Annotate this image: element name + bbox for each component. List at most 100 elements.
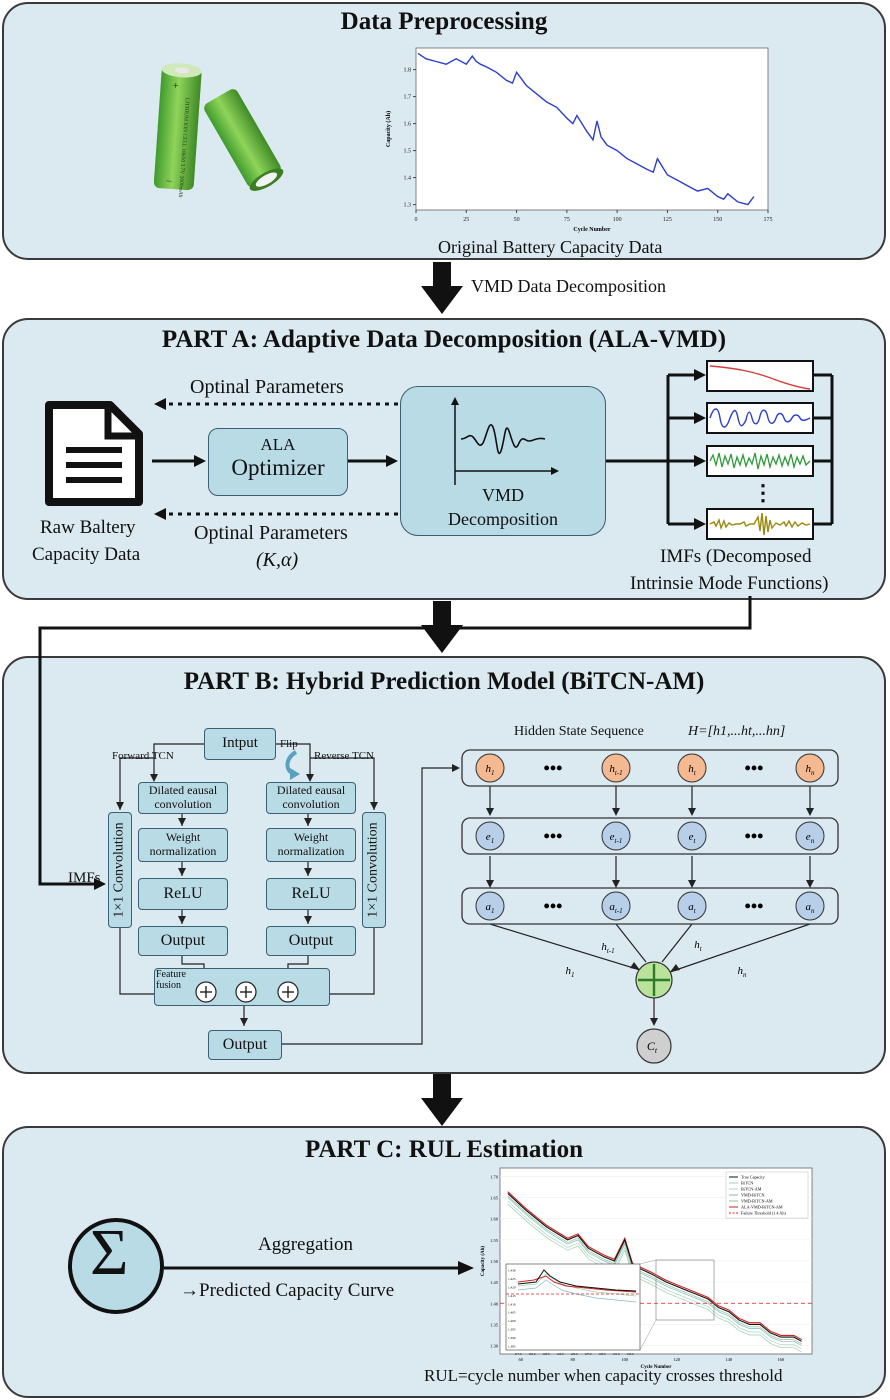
- inset-y-tick: 1.405: [508, 1311, 516, 1315]
- rul-legend: [725, 1171, 809, 1219]
- x-tick-label: 175: [764, 217, 773, 223]
- attention-row-h: [461, 749, 839, 787]
- inset-true: [517, 1269, 637, 1292]
- legend-label-5: ALA-VMD-BiTCN-AM: [741, 1205, 783, 1210]
- node-e-0: [475, 821, 505, 851]
- optimizer-label: Optimizer: [231, 455, 325, 480]
- node-label-a-3: an: [806, 901, 816, 915]
- inset-y-tick: 1.395: [508, 1328, 516, 1332]
- rul-y-tick: 1.70: [490, 1174, 499, 1179]
- inset-x-tick: 127.0: [584, 1352, 592, 1356]
- node-label-h-3: hn: [806, 763, 816, 777]
- hidden-state-formula: H=[h1,...ht,...hn]: [688, 724, 786, 739]
- node-label-h-2: ht: [688, 763, 697, 777]
- rul-x-tick: 80: [571, 1357, 576, 1362]
- zoom-region: [655, 1259, 715, 1321]
- series-true-capacity: [507, 1192, 802, 1342]
- rul-y-tick: 1.60: [490, 1217, 499, 1222]
- predicted-curve-label: →Predicted Capacity Curve: [180, 1280, 395, 1301]
- inset-y-tick: 1.415: [508, 1294, 516, 1298]
- legend-label-2: BiTCN-AM: [741, 1187, 762, 1192]
- rul-x-label: Cycle Number: [641, 1365, 673, 1370]
- legend-label-0: True Capacity: [741, 1175, 766, 1180]
- node-h-2: [677, 753, 707, 783]
- inset-y-tick: 1.400: [508, 1319, 516, 1323]
- y-tick-label: 1.3: [404, 203, 412, 209]
- inset-x-tick: 131.0: [612, 1352, 620, 1356]
- document-icon: [45, 401, 143, 506]
- y-tick-label: 1.7: [404, 95, 412, 101]
- rul-x-tick: 100: [621, 1357, 629, 1362]
- inset-y-tick: 1.420: [508, 1285, 516, 1289]
- relu-forward: ReLU: [138, 878, 228, 910]
- node-label-h-0: h1: [486, 763, 495, 777]
- partC-title: PART C: RUL Estimation: [304, 1136, 584, 1163]
- imf-chart-2: [706, 402, 814, 434]
- context-node-label: Ct: [647, 1039, 658, 1055]
- inset-bitcn: [517, 1273, 637, 1297]
- series-bitcn: [507, 1203, 802, 1353]
- battery-front: + − LITHIUM ION CELL 18650 3.7V 2600mAh: [154, 63, 202, 198]
- rul-inset: [505, 1263, 641, 1351]
- inset-x-tick: 120.0: [542, 1352, 550, 1356]
- y-tick-label: 1.6: [404, 122, 412, 128]
- weight-norm-forward: Weight normalization: [138, 828, 228, 862]
- inset-y-tick: 1.425: [508, 1277, 516, 1281]
- imf-chart-4: [706, 508, 814, 540]
- rul-y-label: Capacity (Ah): [481, 1246, 486, 1276]
- x-tick-label: 75: [564, 217, 570, 223]
- series-bitcn-am: [507, 1200, 802, 1350]
- rul-y-tick: 1.40: [490, 1301, 499, 1306]
- down-arrow-1: [421, 262, 463, 314]
- reverse-tcn-label: Reverse TCN: [314, 750, 374, 762]
- vmd-label-1: VMD: [481, 485, 524, 505]
- input-box: Intput: [204, 728, 276, 760]
- output-reverse: Output: [266, 926, 356, 956]
- plot-area: [415, 47, 769, 211]
- weight-label-0: h1: [566, 965, 575, 979]
- ellipsis-a: •••: [544, 896, 563, 916]
- node-a-1: [601, 891, 631, 921]
- series-vmd-bitcn: [507, 1197, 802, 1346]
- preprocess-panel: Data Preprocessing + − LITHIUM ION CELL …: [2, 2, 886, 260]
- partB-connectors: [116, 743, 814, 1045]
- y-tick-label: 1.5: [404, 149, 412, 155]
- node-e-1: [601, 821, 631, 851]
- aggregation-label: Aggregation: [258, 1234, 353, 1255]
- inset-x-tick: 118.0: [528, 1352, 535, 1356]
- rul-x-tick: 60: [519, 1357, 524, 1362]
- inset-vmd: [517, 1279, 637, 1303]
- capacity-series-line: [417, 52, 755, 206]
- opt-params-symbols: (K,α): [256, 549, 299, 571]
- inset-y-tick: 1.385: [508, 1345, 516, 1349]
- node-h-3: [795, 753, 825, 783]
- partC-panel: PART C: RUL Estimation Σ Aggregation →Pr…: [2, 1126, 886, 1398]
- legend-label-4: VMD-BiTCN-AM: [741, 1199, 773, 1204]
- vmd-arrow-label: VMD Data Decomposition: [471, 276, 666, 296]
- sigma-node: [68, 1218, 164, 1314]
- rul-x-tick: 120: [673, 1357, 681, 1362]
- chart-caption: Original Battery Capacity Data: [438, 237, 663, 257]
- imf-ellipsis: ⋮: [752, 480, 774, 505]
- attention-row-e: [461, 817, 839, 855]
- inset-y-tick: 1.390: [508, 1336, 516, 1340]
- node-h-1: [601, 753, 631, 783]
- weight-label-2: ht: [694, 939, 703, 953]
- feature-fusion-label: Feature fusion: [156, 969, 186, 991]
- conv1x1-right: 1×1 Convolution: [362, 812, 386, 928]
- legend-label-6: Failure Threshold (1.4 Ah): [741, 1211, 786, 1216]
- final-output-box: Output: [208, 1030, 282, 1060]
- forward-tcn-label: Forward TCN: [112, 750, 174, 762]
- rul-y-tick: 1.55: [490, 1238, 499, 1243]
- imf-chart-3: [706, 445, 814, 477]
- inset-x-tick: 125.0: [570, 1352, 578, 1356]
- node-e-3: [795, 821, 825, 851]
- vmd-label-2: Decomposition: [448, 509, 558, 529]
- raw-data-label-2: Capacity Data: [32, 544, 141, 565]
- flip-label: Flip: [280, 738, 298, 750]
- x-tick-label: 0: [415, 217, 418, 223]
- node-a-2: [677, 891, 707, 921]
- x-tick-label: 100: [613, 217, 622, 223]
